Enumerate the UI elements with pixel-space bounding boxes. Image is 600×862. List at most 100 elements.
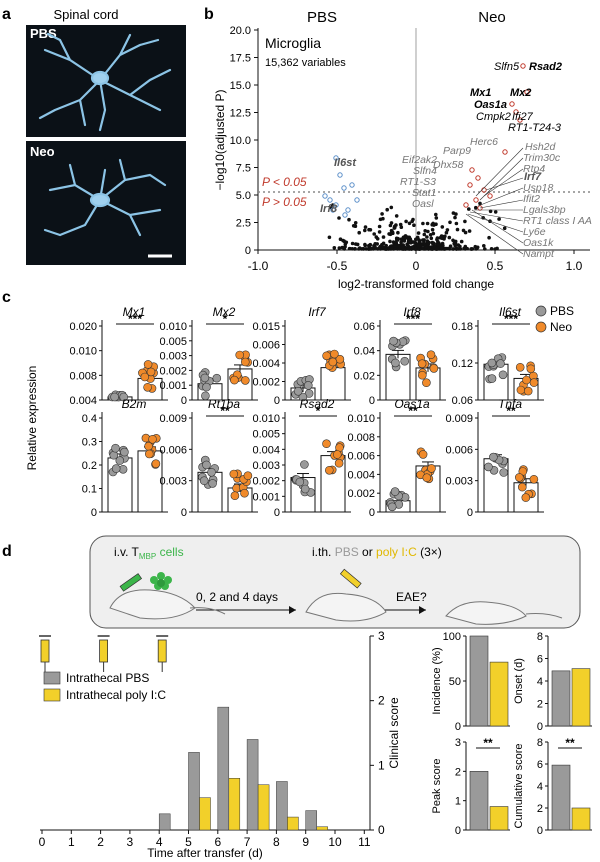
volcano-point-down: [330, 207, 336, 213]
volcano-point: [425, 239, 430, 243]
volcano-point: [434, 216, 439, 220]
volcano-point: [399, 240, 403, 245]
data-point-neo: [229, 469, 239, 479]
small-chart-bar-poly: [489, 806, 509, 831]
volcano-point: [381, 235, 386, 239]
significance-marker: **: [408, 404, 418, 418]
volcano-point: [428, 233, 433, 237]
data-point-neo: [427, 464, 436, 473]
time-bar-pbs: [217, 706, 230, 831]
volcano-label-rsad2: Rsad2: [529, 61, 562, 73]
small-chart-bar-pbs: [469, 771, 489, 831]
volcano-point-up: [517, 117, 523, 123]
volcano-group-right: Neo: [478, 9, 506, 26]
time-chart-x-tick-label: 0: [39, 835, 46, 849]
data-point-neo: [422, 473, 432, 483]
data-point-pbs: [300, 460, 309, 469]
data-point-pbs: [119, 392, 128, 402]
data-point-pbs: [499, 468, 509, 477]
time-chart-x-tick-label: 2: [97, 835, 104, 849]
small-chart-tick-label: 6: [537, 654, 543, 666]
volcano-point: [378, 247, 383, 251]
data-point-neo: [417, 370, 427, 380]
data-point-neo: [140, 372, 150, 382]
significance-marker: ***: [128, 312, 142, 326]
volcano-point-up: [509, 101, 515, 107]
plot-tick-label: 0.020: [69, 321, 97, 333]
volcano-point-down: [345, 207, 351, 213]
gene-name: Mx2: [213, 305, 236, 319]
small-chart-tick-label: 1: [455, 796, 461, 808]
volcano-point: [394, 214, 399, 218]
volcano-point: [404, 219, 408, 224]
volcano-point-down: [342, 212, 348, 218]
small-chart-tick-label: 8: [537, 631, 543, 643]
data-point-pbs: [207, 467, 216, 477]
volcano-point: [359, 247, 364, 251]
time-chart-x-tick-label: 7: [244, 835, 251, 849]
data-point-neo: [230, 375, 239, 385]
small-chart-bar-poly: [571, 807, 591, 831]
volcano-y-tick-label: 15.0: [230, 80, 251, 92]
small-chart-tick-label: 8: [537, 737, 543, 749]
plot-tick-label: 0.001: [252, 491, 280, 503]
data-point-pbs: [390, 487, 400, 496]
small-chart-tick-label: 50: [449, 676, 461, 688]
volcano-point: [432, 241, 436, 246]
data-point-neo: [324, 465, 334, 475]
volcano-label-oas1a: Oas1a: [474, 99, 507, 111]
volcano-point: [390, 246, 394, 250]
small-chart-tick-label: 2: [455, 766, 461, 778]
data-point-pbs: [300, 484, 310, 494]
bar-pbs: [107, 457, 133, 513]
gene-name: B2m: [122, 397, 147, 411]
data-point-neo: [151, 459, 161, 469]
rat-illustration-1: [109, 589, 226, 620]
volcano-label-cmpk2: Cmpk2: [476, 111, 511, 123]
plot-tick-label: 0.003: [445, 476, 473, 488]
volcano-label-grey: Parp9: [443, 145, 471, 157]
panel-label-b: b: [204, 6, 214, 23]
volcano-point: [377, 230, 382, 234]
small-chart-tick-label: 3: [455, 737, 461, 749]
data-point-pbs: [487, 374, 497, 383]
time-chart-x-tick-label: 11: [358, 835, 371, 849]
volcano-point: [373, 242, 378, 246]
volcano-x-tick-label: 1.0: [566, 259, 583, 273]
data-point-neo: [522, 375, 531, 385]
plot-tick-label: 0: [91, 507, 97, 519]
small-chart-tick-label: 0: [537, 721, 543, 733]
volcano-point: [367, 243, 371, 248]
volcano-point: [451, 247, 455, 251]
data-point-pbs: [111, 464, 121, 473]
syringe-icon: [156, 635, 169, 672]
plot-tick-label: 0: [274, 395, 280, 407]
volcano-point: [357, 247, 361, 251]
data-point-pbs: [387, 502, 397, 512]
volcano-label-grey: Dhx58: [433, 159, 464, 171]
volcano-point-down: [349, 182, 355, 188]
data-point-neo: [332, 450, 342, 459]
data-point-neo: [529, 378, 539, 387]
volcano-label-grey: RT1 class I AA: [523, 215, 592, 227]
volcano-point: [422, 232, 427, 237]
small-chart-bar-pbs: [551, 764, 571, 831]
volcano-point: [489, 247, 494, 251]
volcano-point: [378, 217, 383, 222]
plot-tick-label: 0.005: [252, 429, 280, 441]
volcano-point: [417, 240, 422, 244]
volcano-point: [455, 227, 460, 232]
small-chart-y-label: Incidence (%): [431, 647, 443, 714]
plot-tick-label: 0.06: [354, 321, 375, 333]
volcano-point: [384, 247, 388, 251]
small-chart-tick-label: 4: [537, 781, 543, 793]
schema-arrowhead-2: [419, 606, 426, 614]
time-bar-pbs: [276, 781, 288, 831]
volcano-point: [341, 238, 345, 243]
time-chart-y-label: Clinical score: [387, 697, 401, 769]
volcano-point: [396, 230, 400, 235]
volcano-point: [353, 221, 358, 225]
